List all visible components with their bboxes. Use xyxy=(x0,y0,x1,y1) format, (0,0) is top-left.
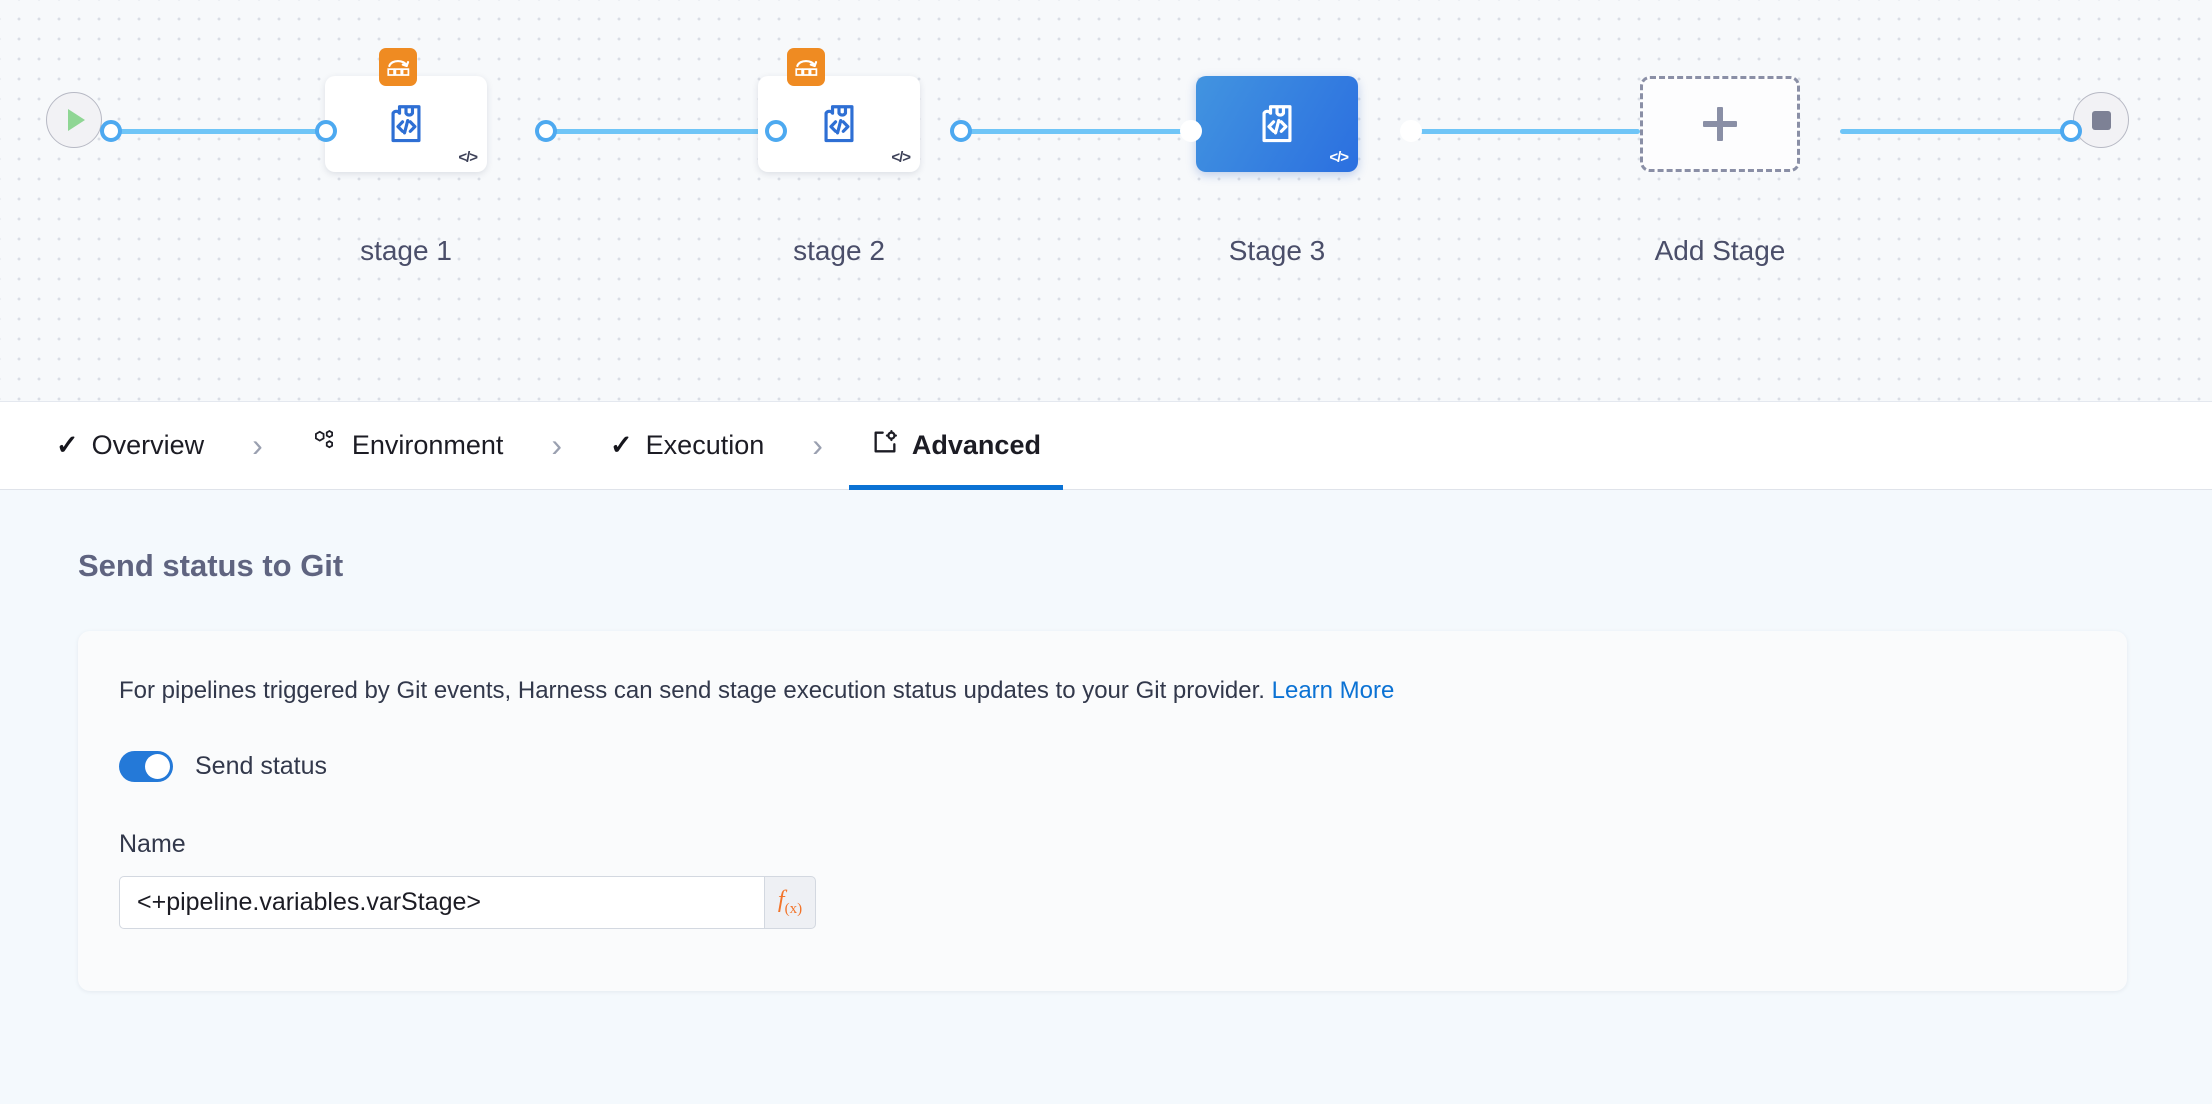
toggle-knob xyxy=(145,754,170,779)
tab-environment[interactable]: Environment xyxy=(289,402,526,490)
stage-2-input-port[interactable] xyxy=(765,120,787,142)
add-stage-button[interactable] xyxy=(1640,76,1800,172)
pipeline-end-node[interactable] xyxy=(2073,92,2129,148)
stage-config-tabs[interactable]: ✓ Overview › Environment › ✓ Execution ›… xyxy=(0,402,2212,490)
tab-separator-icon: › xyxy=(812,427,823,463)
rollback-icon xyxy=(379,48,417,86)
window-gear-icon xyxy=(871,428,899,463)
send-status-toggle-row: Send status xyxy=(119,751,2127,782)
connector-addstage-to-end xyxy=(1840,129,2070,134)
connector-stage3-to-addstage xyxy=(1410,129,1640,134)
page-title: Send status to Git xyxy=(78,548,344,583)
name-field-row: f(x) xyxy=(119,876,816,929)
learn-more-link[interactable]: Learn More xyxy=(1271,677,1395,704)
stage-3-input-port[interactable] xyxy=(1180,120,1202,142)
connector-stage2-to-stage3 xyxy=(960,129,1190,134)
stage-1-code-mark: </> xyxy=(458,149,478,166)
custom-stage-icon xyxy=(824,105,854,143)
stage-3-code-mark: </> xyxy=(1329,149,1349,166)
stage-2-label: stage 2 xyxy=(793,235,885,266)
rollback-icon xyxy=(787,48,825,86)
custom-stage-icon xyxy=(1262,105,1292,143)
stage-1-output-port[interactable] xyxy=(535,120,557,142)
tab-execution-label: Execution xyxy=(645,430,765,460)
stop-icon xyxy=(2091,110,2111,130)
stage-1-input-port[interactable] xyxy=(315,120,337,142)
stage-3-label: Stage 3 xyxy=(1228,235,1326,266)
send-status-to-git-card: For pipelines triggered by Git events, H… xyxy=(78,631,2127,991)
stage-node-3[interactable]: </> xyxy=(1196,76,1358,172)
send-status-description: For pipelines triggered by Git events, H… xyxy=(119,677,2127,705)
stage-2-code-mark: </> xyxy=(891,149,911,166)
plus-icon xyxy=(1703,107,1737,141)
send-status-toggle[interactable] xyxy=(119,751,173,782)
check-icon: ✓ xyxy=(610,430,633,460)
tab-advanced-label: Advanced xyxy=(911,430,1041,460)
expression-fx-button[interactable]: f(x) xyxy=(764,876,816,929)
tab-advanced[interactable]: Advanced xyxy=(848,402,1064,490)
start-output-port[interactable] xyxy=(100,120,122,142)
description-text: For pipelines triggered by Git events, H… xyxy=(119,677,1265,704)
stage-1-label: stage 1 xyxy=(360,235,452,266)
check-icon: ✓ xyxy=(56,430,79,460)
tab-execution[interactable]: ✓ Execution xyxy=(588,402,786,490)
send-status-toggle-label: Send status xyxy=(195,752,328,780)
tab-environment-label: Environment xyxy=(351,430,504,460)
tab-overview-label: Overview xyxy=(91,430,205,460)
tab-separator-icon: › xyxy=(252,427,263,463)
name-input[interactable] xyxy=(119,876,764,929)
tab-separator-icon: › xyxy=(551,427,563,463)
stage-2-output-port[interactable] xyxy=(950,120,972,142)
tab-overview[interactable]: ✓ Overview xyxy=(34,402,226,490)
stage-node-1[interactable]: </> xyxy=(325,76,487,172)
add-stage-label: Add Stage xyxy=(1654,235,1786,266)
connector-start-to-stage1 xyxy=(110,129,325,134)
play-icon xyxy=(68,109,85,131)
custom-stage-icon xyxy=(391,105,421,143)
advanced-tab-content: Send status to Git For pipelines trigger… xyxy=(0,490,2212,1104)
stage-3-output-port[interactable] xyxy=(1400,120,1422,142)
pipeline-canvas[interactable]: </> stage 1 </> stage 2 </> Stage 3 xyxy=(0,0,2212,402)
hexagons-icon xyxy=(311,428,339,463)
end-input-port[interactable] xyxy=(2060,120,2082,142)
name-field-label: Name xyxy=(119,830,186,858)
pipeline-start-node[interactable] xyxy=(46,92,102,148)
connector-stage1-to-stage2 xyxy=(545,129,775,134)
